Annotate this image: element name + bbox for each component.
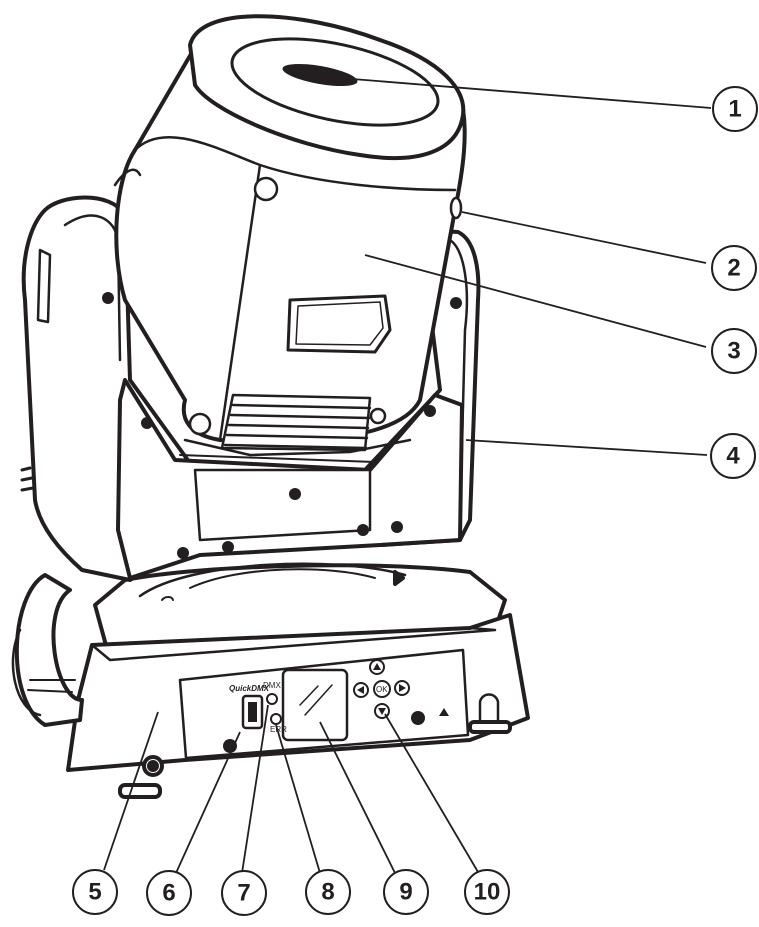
control-buttons: [353, 659, 410, 719]
callout-6: [146, 870, 192, 916]
callout-1: [712, 86, 758, 132]
callout-5: [72, 869, 118, 915]
leader-lines: [103, 77, 712, 874]
error-led: [270, 713, 282, 725]
callout-markers: [72, 86, 758, 916]
callout-7-number: 7: [237, 880, 250, 907]
callout-3-number: 3: [727, 338, 740, 365]
dmx-label: DMX: [263, 681, 281, 690]
callout-2: [711, 245, 757, 291]
callout-5-number: 5: [88, 879, 101, 906]
moving-head: [113, 14, 467, 457]
callout-8-number: 8: [321, 879, 334, 906]
callout-9: [383, 869, 429, 915]
head-label-plate: [286, 294, 392, 354]
callout-1-number: 1: [728, 96, 741, 123]
callout-10-number: 10: [474, 879, 501, 906]
ok-label: OK: [376, 685, 388, 694]
dmx-led: [266, 693, 278, 705]
callout-3: [711, 328, 757, 374]
panel-elements: [223, 659, 449, 753]
yoke: [20, 195, 481, 582]
callout-6-number: 6: [162, 880, 175, 907]
head-vent: [220, 393, 372, 452]
err-label: ERR: [270, 725, 287, 734]
base-left-handle: [14, 573, 84, 727]
brand-label: QuickDMX: [229, 684, 270, 693]
callout-4-number: 4: [726, 443, 740, 470]
callout-9-number: 9: [399, 879, 412, 906]
button-ok[interactable]: [373, 680, 391, 698]
callout-2-number: 2: [727, 255, 740, 282]
callout-8: [305, 869, 351, 915]
callout-4: [710, 433, 756, 479]
callout-10: [464, 869, 510, 915]
callout-7: [221, 870, 267, 916]
